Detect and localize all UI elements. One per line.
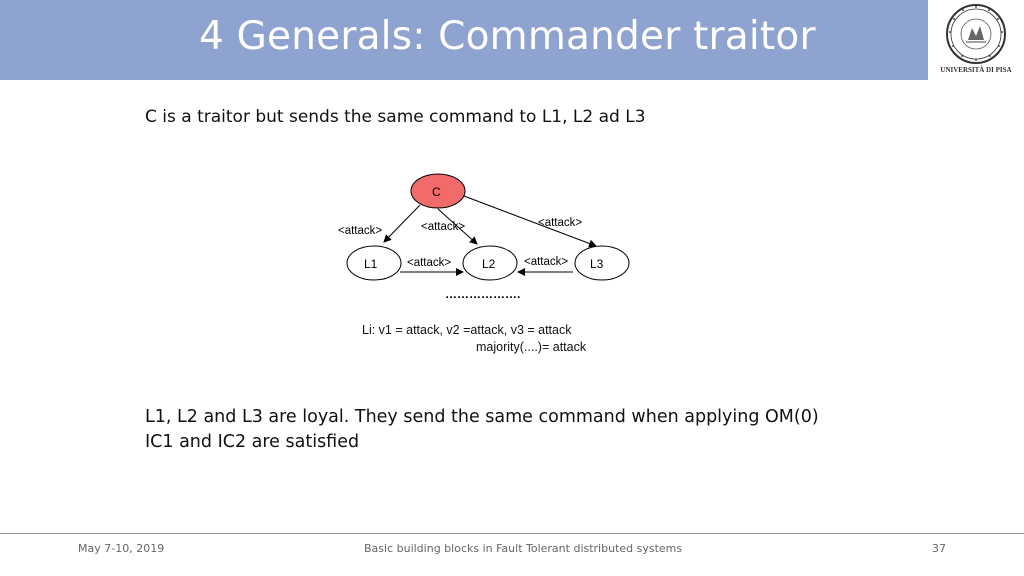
commander-node (410, 173, 466, 209)
body-text-line-2: IC1 and IC2 are satisfied (145, 432, 360, 452)
footer-date: May 7-10, 2019 (78, 542, 165, 555)
footer-divider (0, 533, 1024, 534)
title-bar: 4 Generals: Commander traitor (0, 0, 928, 80)
edge-label-c-l2: <attack> (421, 221, 465, 233)
university-name: UNIVERSITÀ DI PISA (940, 66, 1012, 74)
l2-label: L2 (482, 257, 496, 271)
page-number: 37 (932, 542, 946, 555)
slide-title: 4 Generals: Commander traitor (199, 14, 816, 59)
commander-label: C (432, 185, 441, 199)
edge-c-to-l2 (437, 208, 478, 245)
edge-c-to-l3 (463, 195, 597, 248)
diagram-note-majority: majority(....)= attack (476, 340, 587, 354)
lieutenant-node-l3 (574, 245, 630, 281)
edge-label-c-l1: <attack> (338, 225, 382, 237)
edge-label-c-l3: <attack> (538, 217, 582, 229)
lieutenant-node-l1 (346, 245, 402, 281)
body-text-line-1: L1, L2 and L3 are loyal. They send the s… (145, 407, 819, 427)
university-seal-icon (946, 4, 1006, 64)
slide-subtitle: C is a traitor but sends the same comman… (145, 107, 646, 127)
university-logo: UNIVERSITÀ DI PISA (928, 0, 1024, 80)
edge-label-l3-l2: <attack> (524, 256, 568, 268)
message-diagram: C L1 L2 L3 <attack> <attack> <attack> <a… (320, 165, 640, 310)
lieutenant-node-l2 (462, 245, 518, 281)
l1-label: L1 (364, 257, 378, 271)
l3-label: L3 (590, 257, 604, 271)
diagram-note-values: Li: v1 = attack, v2 =attack, v3 = attack (362, 323, 572, 337)
edge-c-to-l1 (383, 204, 421, 243)
edge-label-l1-l2: <attack> (407, 257, 451, 269)
footer-course: Basic building blocks in Fault Tolerant … (364, 542, 683, 555)
ellipsis: ………………. (445, 287, 520, 301)
